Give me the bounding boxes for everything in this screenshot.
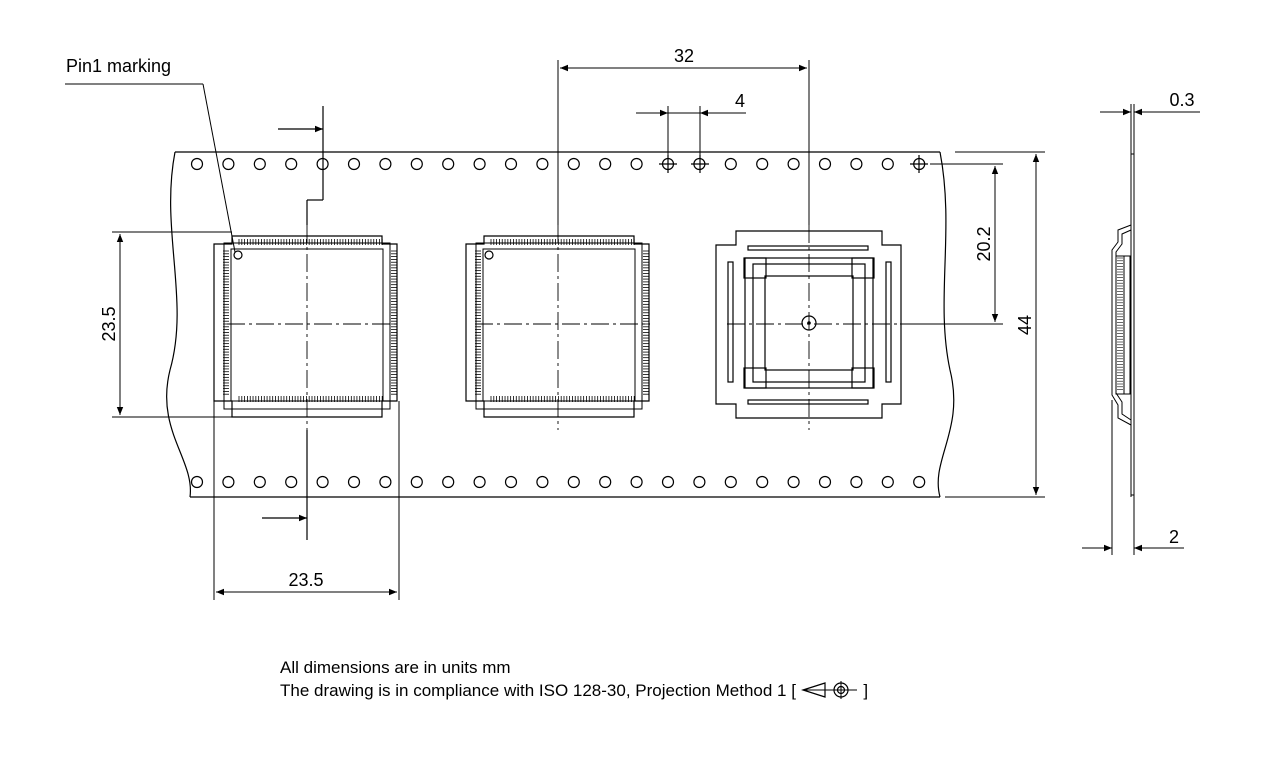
feed-direction-arrows (262, 106, 324, 540)
empty-pocket (715, 230, 902, 419)
dim-20-2-label: 20.2 (974, 226, 994, 261)
dim-44 (945, 151, 1045, 498)
sprocket-hole (473, 157, 486, 171)
sprocket-hole (881, 157, 894, 171)
sprocket-hole (190, 157, 204, 171)
sprocket-hole (630, 157, 643, 171)
first-angle-projection-icon (800, 681, 857, 699)
dim-44-label: 44 (1015, 315, 1035, 335)
dim-0-3 (1100, 104, 1200, 152)
sprocket-hole (818, 157, 832, 171)
sprocket-hole (536, 157, 549, 171)
sprocket-hole (724, 157, 737, 171)
dim-2 (1082, 400, 1184, 555)
sprocket-hole (787, 157, 800, 171)
sprocket-hole (190, 475, 204, 489)
sprocket-hole (410, 475, 423, 489)
sprocket-hole (693, 475, 706, 489)
dim-0-3-label: 0.3 (1169, 90, 1194, 110)
dim-4-label: 4 (735, 91, 745, 111)
dim-32-label: 32 (674, 46, 694, 66)
sprocket-hole (881, 475, 894, 489)
sprocket-holes-bottom (190, 475, 926, 489)
sprocket-hole (442, 475, 455, 489)
sprocket-hole (536, 475, 549, 489)
side-view-leads (1117, 257, 1123, 390)
sprocket-hole (818, 475, 832, 489)
sprocket-hole (567, 157, 580, 171)
sprocket-hole (285, 157, 298, 171)
sprocket-hole (661, 475, 675, 489)
sprocket-hole (504, 475, 518, 489)
pin1-leader (65, 83, 236, 253)
compliance-note-suffix: ] (863, 681, 869, 700)
sprocket-hole (913, 475, 926, 489)
qfp-leads-1 (223, 239, 397, 402)
sprocket-hole (756, 475, 769, 489)
sprocket-hole (850, 157, 863, 171)
sprocket-hole (567, 475, 580, 489)
sprocket-hole (253, 475, 266, 489)
sprocket-hole (347, 157, 361, 171)
qfp-package-2 (465, 235, 650, 418)
compliance-note-text: The drawing is in compliance with ISO 12… (280, 681, 796, 700)
sprocket-hole (599, 157, 612, 171)
sprocket-hole (756, 157, 769, 171)
pin1-marking-label: Pin1 marking (66, 56, 171, 76)
units-note-text: All dimensions are in units mm (280, 658, 511, 677)
qfp-package-1 (213, 235, 398, 418)
dim-23-5-vertical-label: 23.5 (99, 306, 119, 341)
sprocket-hole (787, 475, 800, 489)
sprocket-hole (285, 475, 298, 489)
units-note: All dimensions are in units mm (280, 657, 511, 679)
sprocket-hole (222, 157, 235, 171)
sprocket-hole (724, 475, 737, 489)
sprocket-hole (347, 475, 361, 489)
dim-23-5-horizontal-label: 23.5 (288, 570, 323, 590)
dim-23-5-vertical (112, 231, 232, 418)
sprocket-hole (222, 475, 235, 489)
pin1-dot-2 (484, 250, 494, 260)
sprocket-hole (599, 475, 612, 489)
sprocket-holes-top (190, 155, 928, 173)
carrier-tape (166, 151, 955, 498)
tape-side-view (1111, 152, 1135, 497)
sprocket-hole (630, 475, 643, 489)
sprocket-hole (442, 157, 455, 171)
compliance-note: The drawing is in compliance with ISO 12… (280, 680, 868, 702)
sprocket-hole (379, 157, 392, 171)
center-lines (227, 225, 900, 430)
sprocket-hole (504, 157, 518, 171)
dim-2-label: 2 (1169, 527, 1179, 547)
dim-32 (557, 60, 810, 225)
dim-23-5-horizontal (213, 401, 400, 600)
dim-4 (636, 106, 746, 172)
sprocket-hole (473, 475, 486, 489)
sprocket-hole (410, 157, 423, 171)
sprocket-hole (253, 157, 266, 171)
sprocket-hole (316, 475, 329, 489)
dim-20-2 (900, 163, 1003, 325)
sprocket-hole (850, 475, 863, 489)
qfp-leads-2 (475, 239, 649, 402)
sprocket-hole (379, 475, 392, 489)
pin1-dot (233, 250, 243, 260)
